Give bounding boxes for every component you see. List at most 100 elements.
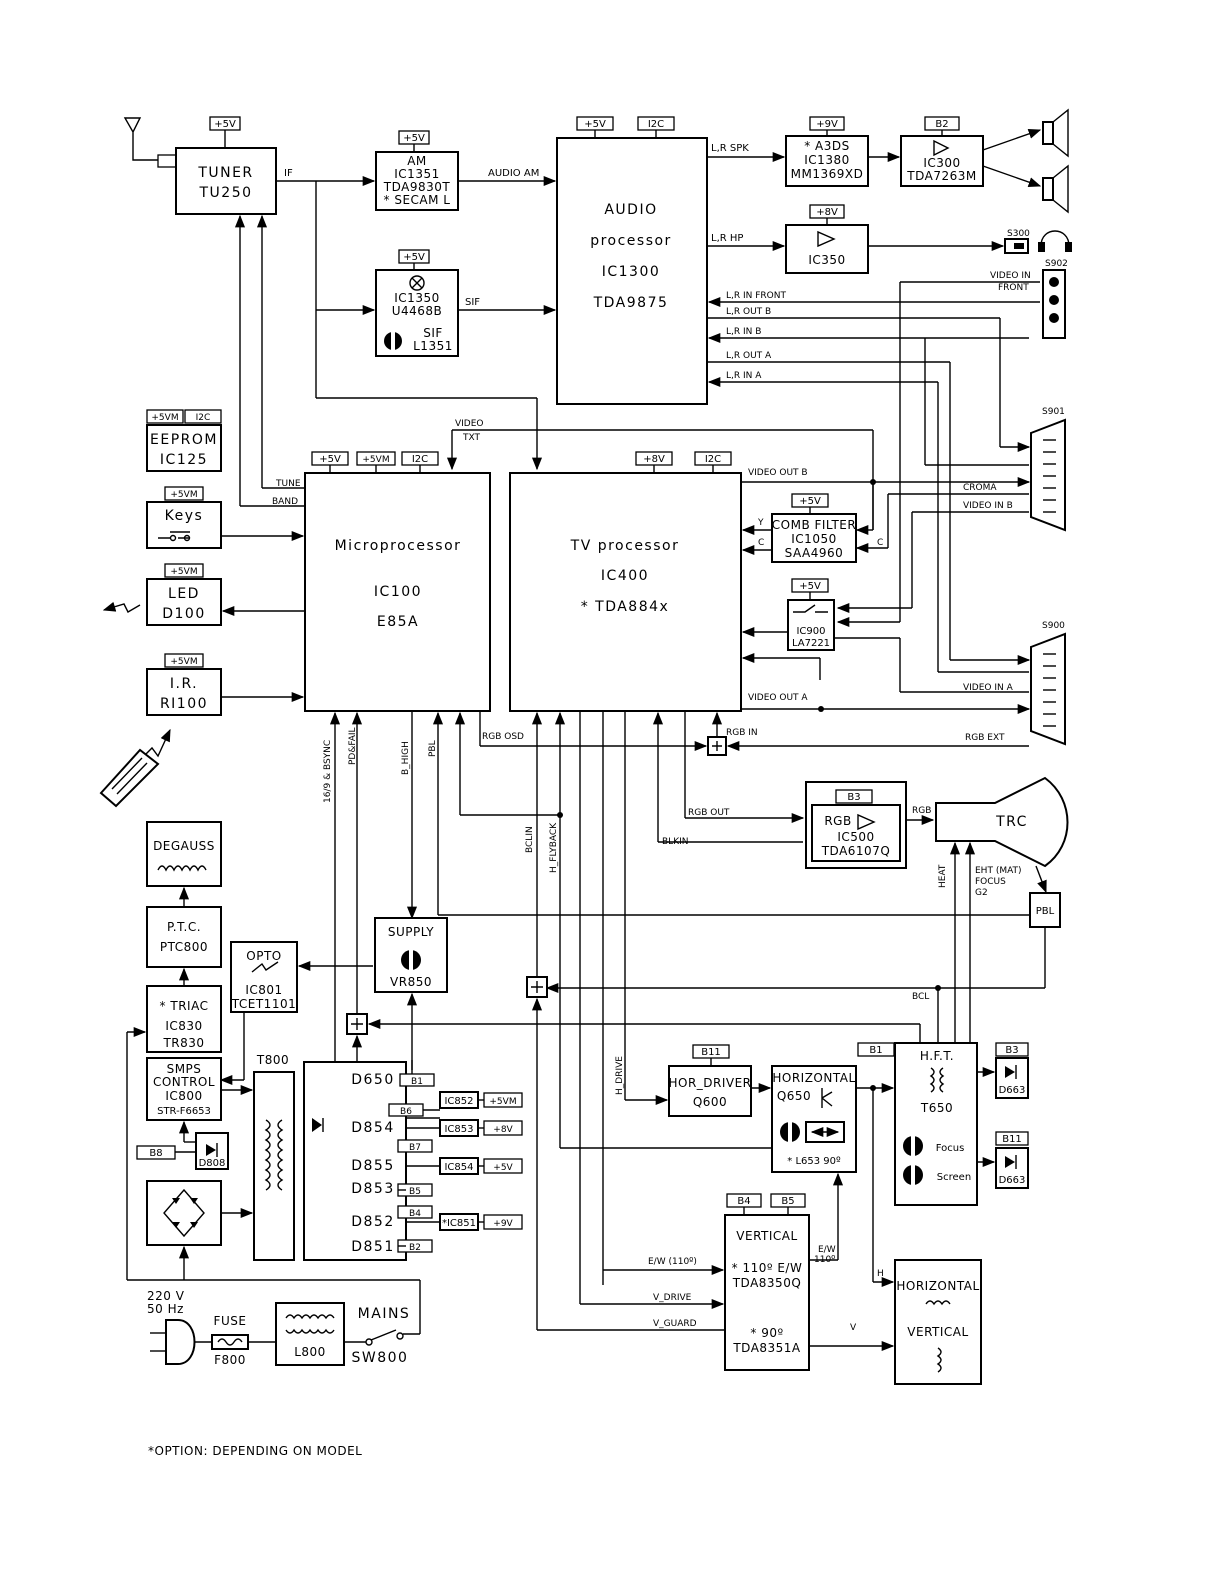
svg-text:FRONT: FRONT [998,283,1029,293]
svg-text:D663: D663 [999,1175,1026,1186]
bcl-summer [526,976,548,998]
comb-filter-block: +5V COMB FILTER IC1050 SAA4960 [771,493,857,563]
svg-text:V_GUARD: V_GUARD [653,1319,697,1329]
svg-text:TRC: TRC [995,814,1028,830]
svg-text:AUDIO: AUDIO [604,202,657,218]
degauss-block: DEGAUSS [146,821,222,887]
svg-text:IC100: IC100 [374,584,422,600]
svg-text:BCL: BCL [912,992,929,1002]
svg-text:PTC800: PTC800 [160,940,208,954]
audio-processor-block: +5V I2C AUDIO processor IC1300 TDA9875 [556,116,708,405]
svg-text:COMB FILTER: COMB FILTER [772,518,856,532]
svg-text:Screen: Screen [937,1172,971,1183]
svg-text:TDA9830T: TDA9830T [383,180,451,194]
svg-text:U4468B: U4468B [392,304,443,318]
svg-text:E/W: E/W [818,1245,836,1255]
svg-text:+8V: +8V [816,207,838,218]
pdfail-summer [346,1013,368,1035]
svg-text:RGB EXT: RGB EXT [965,733,1005,743]
svg-text:LED: LED [168,586,200,602]
svg-text:B4: B4 [409,1209,421,1219]
svg-text:VR850: VR850 [390,975,432,989]
svg-text:D852: D852 [351,1214,395,1230]
svg-text:+5VM: +5VM [170,490,197,500]
svg-text:I2C: I2C [705,454,721,465]
microprocessor-block: +5V +5VM I2C Microprocessor IC100 E85A [304,451,491,712]
svg-text:E/W (110º): E/W (110º) [648,1257,697,1267]
svg-text:+8V: +8V [493,1125,513,1135]
svg-text:+5V: +5V [799,581,821,592]
svg-text:*IC851: *IC851 [442,1218,476,1229]
svg-text:SIF: SIF [423,326,443,340]
svg-text:+5V: +5V [403,252,425,263]
svg-text:L800: L800 [294,1345,326,1359]
svg-text:H: H [877,1269,884,1279]
svg-text:Focus: Focus [936,1143,965,1154]
hor-driver-block: B11 HOR_DRIVER Q600 [668,1044,752,1117]
svg-text:50 Hz: 50 Hz [147,1302,184,1316]
ptc-block: P.T.C. PTC800 [146,906,222,968]
svg-text:* TRIAC: * TRIAC [160,999,209,1013]
svg-text:220 V: 220 V [147,1289,185,1303]
svg-text:PBL: PBL [1036,906,1055,917]
svg-text:HEAT: HEAT [938,864,948,888]
ic851-regulator: *IC851 +9V [439,1213,523,1231]
svg-text:IC900: IC900 [796,626,825,637]
ic350-block: +8V IC350 [785,204,869,274]
svg-text:AM: AM [407,154,427,168]
fuse-f800: FUSE F800 [211,1314,249,1367]
svg-text:SUPPLY: SUPPLY [388,925,434,939]
svg-text:B5: B5 [409,1187,421,1197]
svg-text:110º: 110º [814,1255,835,1265]
a3ds-block: +9V * A3DS IC1380 MM1369XD [785,116,869,187]
crt-tube: TRC [935,776,1069,868]
svg-text:* 110º E/W: * 110º E/W [732,1261,803,1275]
svg-text:D100: D100 [162,606,206,622]
tuner-block: +5V TUNER TU250 [175,116,277,215]
svg-text:D854: D854 [351,1120,395,1136]
svg-text:L,R HP: L,R HP [711,233,743,244]
svg-text:TDA8351A: TDA8351A [732,1341,801,1355]
svg-text:+5V: +5V [403,133,425,144]
svg-text:B2: B2 [409,1243,421,1253]
smps-control-block: SMPS CONTROL IC800 STR-F6653 [146,1057,222,1121]
svg-text:I.R.: I.R. [170,676,198,692]
vertical-output-block: B4 B5 VERTICAL * 110º E/W TDA8350Q * 90º… [724,1193,810,1371]
ic1350-block: +5V IC1350 U4468B SIF L1351 [375,249,459,357]
svg-text:OPTO: OPTO [246,949,281,963]
svg-text:SIF: SIF [465,297,480,308]
rgb-amplifier-block: B3 RGB IC500 TDA6107Q [805,781,907,869]
svg-text:S300: S300 [1007,229,1030,239]
svg-text:Q600: Q600 [693,1095,727,1109]
connector-s901: S901 [1030,407,1066,532]
eeprom-block: +5VM I2C EEPROM IC125 [146,409,222,472]
svg-text:B8: B8 [149,1148,162,1159]
svg-text:TUNER: TUNER [197,165,253,181]
supply-block: SUPPLY VR850 [374,917,448,993]
svg-text:IC830: IC830 [165,1019,202,1033]
svg-text:+5V: +5V [214,119,236,130]
svg-text:IC852: IC852 [444,1096,473,1107]
ic300-block: B2 IC300 TDA7263M [900,116,984,187]
svg-text:B11: B11 [701,1047,721,1058]
mains-switch-sw800: MAINS SW800 [352,1306,409,1366]
svg-text:TDA8350Q: TDA8350Q [732,1276,802,1290]
svg-text:C: C [758,538,764,548]
svg-text:IC300: IC300 [923,156,960,170]
svg-text:DEGAUSS: DEGAUSS [153,839,215,853]
led-block: +5VM LED D100 [146,563,222,626]
option-footnote: *OPTION: DEPENDING ON MODEL [148,1444,362,1458]
svg-text:D650: D650 [351,1072,395,1088]
svg-text:IC1350: IC1350 [394,291,439,305]
svg-text:D853: D853 [351,1181,395,1197]
svg-text:I2C: I2C [648,119,664,130]
tv-processor-block: +8V I2C TV processor IC400 * TDA884x [509,451,742,712]
svg-text:+5V: +5V [584,119,606,130]
svg-text:IC853: IC853 [444,1124,473,1135]
svg-text:EHT (MAT): EHT (MAT) [975,866,1022,876]
svg-text:IC800: IC800 [165,1089,202,1103]
svg-text:CROMA: CROMA [963,483,997,493]
svg-text:L1351: L1351 [413,339,453,353]
svg-text:S902: S902 [1045,259,1068,269]
